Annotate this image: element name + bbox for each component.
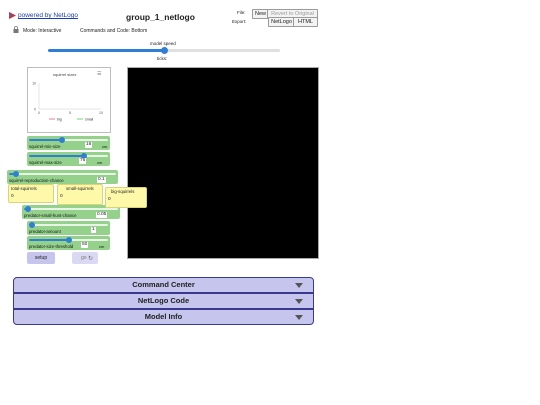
slider-squirrel-max-size[interactable]: squirrel-max-size 76 cm	[27, 152, 110, 166]
legend-label-big: big	[57, 118, 62, 122]
plot-y-tick-label: 10	[32, 82, 36, 86]
slider-value[interactable]: 1	[91, 227, 96, 233]
file-label: File:	[237, 10, 246, 15]
slider-squirrel-min-size[interactable]: squirrel-min-size 16 cm	[27, 136, 110, 150]
slider-fill	[29, 239, 69, 241]
monitor-total-squirrels: total-squirrels 0	[8, 184, 54, 203]
forever-icon: ↻	[88, 256, 94, 262]
slider-track	[29, 224, 108, 226]
go-label: go	[81, 255, 87, 261]
slider-label: squirrel-max-size	[29, 160, 62, 165]
plot-y-tick-label: 0	[34, 108, 36, 112]
slider-label: predator-small-hunt-chance	[24, 213, 77, 218]
netlogo-code-panel[interactable]: NetLogo Code	[13, 293, 314, 309]
slider-label: predator-size-threshold	[29, 244, 74, 249]
slider-track	[9, 173, 116, 175]
plot-x-tick-label: 0	[38, 111, 40, 115]
plot-canvas: 10 00 5 10 big small	[32, 82, 103, 122]
ticks-label: ticks:	[157, 56, 168, 61]
slider-thumb[interactable]	[29, 222, 36, 228]
slider-value[interactable]: 16	[85, 142, 93, 148]
plot-x-tick-label: 5	[69, 111, 71, 115]
slider-value[interactable]: 0.05	[96, 212, 108, 218]
slider-fill	[29, 155, 85, 157]
slider-predator-amount[interactable]: predator-amount 1	[27, 221, 110, 235]
mode-label: Mode: Interactive	[23, 28, 62, 34]
commands-code-label: Commands and Code: Bottom	[80, 28, 148, 34]
slider-track	[29, 139, 108, 141]
monitor-value: 0	[60, 194, 63, 199]
slider-unit: cm	[97, 160, 103, 165]
setup-button[interactable]: setup	[27, 252, 55, 264]
model-speed-fill	[48, 49, 164, 52]
model-info-title: Model Info	[144, 312, 183, 321]
monitor-big-squirrels: big-squirrels 0	[105, 187, 147, 208]
export-label: Export:	[232, 19, 247, 24]
export-html-button[interactable]: HTML	[293, 17, 318, 27]
lock-icon[interactable]	[13, 26, 19, 33]
slider-thumb[interactable]	[59, 137, 66, 143]
model-speed-thumb[interactable]	[160, 47, 168, 54]
squirrel-sizes-plot	[27, 67, 111, 133]
slider-fill	[9, 173, 17, 175]
slider-thumb[interactable]	[81, 153, 88, 159]
world-view[interactable]	[127, 67, 319, 259]
model-title: group_1_netlogo	[126, 12, 195, 22]
slider-predator-small-hunt-chance[interactable]: predator-small-hunt-chance 0.05	[22, 205, 120, 219]
monitor-label: small-squirrels	[66, 186, 94, 191]
slider-predator-size-threshold[interactable]: predator-size-threshold 50 cm	[27, 236, 110, 250]
legend-label-small: small	[85, 118, 93, 122]
slider-label: squirrel-reproduction-chance	[9, 178, 64, 183]
slider-unit: cm	[99, 244, 105, 249]
slider-thumb[interactable]	[65, 237, 72, 243]
command-center-title: Command Center	[132, 280, 195, 289]
slider-value[interactable]: 50	[81, 242, 89, 248]
monitor-value: 0	[11, 194, 14, 199]
slider-label: predator-amount	[29, 229, 61, 234]
chevron-down-icon[interactable]	[295, 315, 303, 320]
monitor-label: total-squirrels	[11, 186, 37, 191]
monitor-value: 0	[108, 197, 111, 202]
chevron-down-icon[interactable]	[295, 283, 303, 288]
monitor-label: big-squirrels	[111, 189, 135, 194]
slider-unit: cm	[102, 144, 108, 149]
export-netlogo-button[interactable]: NetLogo	[268, 17, 295, 27]
slider-thumb[interactable]	[24, 206, 31, 212]
plot-menu-icon[interactable]: ☰	[97, 71, 102, 77]
go-button[interactable]	[72, 252, 98, 264]
netlogo-logo-icon	[9, 12, 16, 19]
slider-value[interactable]: 0.1	[97, 177, 106, 183]
slider-fill	[29, 139, 63, 141]
powered-by-netlogo-link[interactable]: powered by NetLogo	[18, 12, 78, 19]
slider-value[interactable]: 76	[79, 158, 87, 164]
model-speed-label: model speed	[150, 41, 176, 46]
netlogo-code-title: NetLogo Code	[137, 296, 190, 305]
slider-squirrel-reproduction-chance[interactable]: squirrel-reproduction-chance 0.1	[7, 170, 118, 184]
monitor-small-squirrels: small-squirrels 0	[57, 184, 103, 205]
command-center-panel[interactable]: Command Center	[13, 277, 314, 293]
slider-label: squirrel-min-size	[29, 144, 61, 149]
plot-x-tick-label: 10	[99, 111, 103, 115]
slider-track	[24, 208, 118, 210]
chevron-down-icon[interactable]	[295, 299, 303, 304]
plot-title: squirrel sizes	[53, 72, 77, 77]
slider-thumb[interactable]	[13, 171, 20, 177]
model-info-panel[interactable]: Model Info	[13, 309, 314, 325]
